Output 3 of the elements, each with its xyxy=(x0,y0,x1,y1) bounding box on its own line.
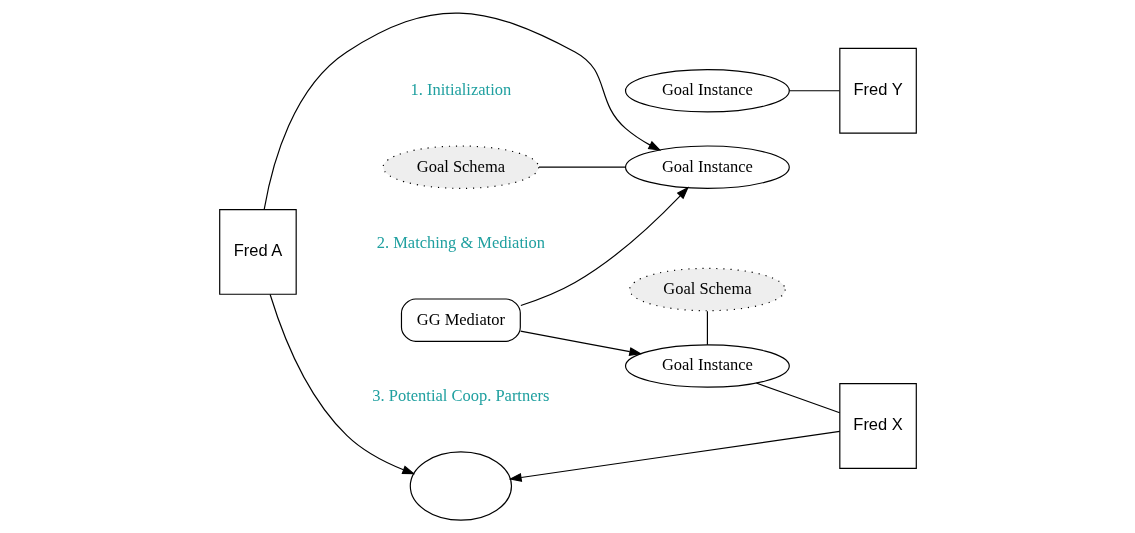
label: 1. Initialization xyxy=(410,80,511,100)
label: 3. Potential Coop. Partners xyxy=(371,385,549,405)
label: 2. Matching & Mediation xyxy=(376,233,545,253)
